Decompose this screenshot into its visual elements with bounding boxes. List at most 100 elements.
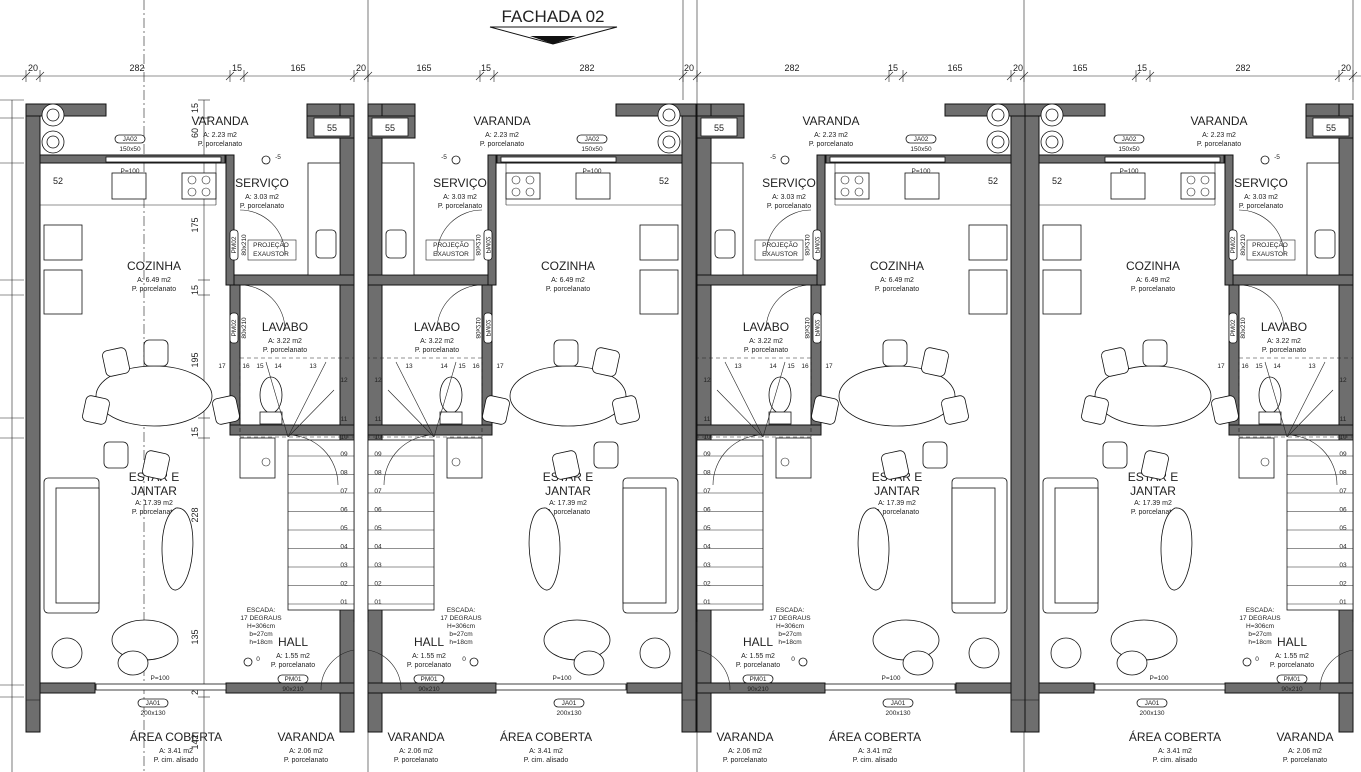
room-floor-cozinha: P. porcelanato xyxy=(132,286,176,293)
door-size: 90x210 xyxy=(282,686,304,693)
dimension-label: 15 xyxy=(481,63,491,73)
stair-step: 02 xyxy=(1339,581,1347,588)
dimension-label: 15 xyxy=(190,285,200,295)
room-area-hall: A: 1.55 m2 xyxy=(741,653,775,660)
room-name-servico: SERVIÇO xyxy=(1234,176,1288,190)
dimension-label: 20 xyxy=(1013,63,1023,73)
door-tag: PM02 xyxy=(813,319,820,336)
stair-step: 09 xyxy=(1339,451,1347,458)
stair-note: H=306cm xyxy=(447,623,475,630)
stair-step: 07 xyxy=(1339,488,1347,495)
room-floor-varanda: P. porcelanato xyxy=(809,141,853,148)
door-tag: PM02 xyxy=(484,319,491,336)
door-size: 80x210 xyxy=(241,234,248,256)
sill-height: P=100 xyxy=(553,675,572,682)
room-floor-estar1: P. porcelanato xyxy=(546,509,590,516)
room-area-varanda_front: A: 2.06 m2 xyxy=(399,748,433,755)
projection-label: PROJEÇÃO xyxy=(1252,240,1288,249)
stair-step: 11 xyxy=(341,416,348,423)
level-marker: 0 xyxy=(791,656,795,663)
stair-note: ESCADA: xyxy=(776,607,805,614)
dimension-label: 175 xyxy=(190,217,200,232)
stair-step: 15 xyxy=(1255,363,1263,370)
exhaust-label: EXAUSTOR xyxy=(253,251,289,258)
stair-step: 02 xyxy=(340,581,348,588)
stair-step: 06 xyxy=(374,507,382,514)
stair-step: 04 xyxy=(340,544,348,551)
room-name-varanda_front: VARANDA xyxy=(277,730,334,744)
exhaust-label: EXAUSTOR xyxy=(1252,251,1288,258)
room-name-cozinha: COZINHA xyxy=(870,259,924,273)
door-tag: PM02 xyxy=(813,236,820,253)
stair-step: 17 xyxy=(825,363,833,370)
room-name-varanda: VARANDA xyxy=(1190,114,1247,128)
room-name-area_coberta: ÁREA COBERTA xyxy=(1129,729,1221,744)
room-floor-cozinha: P. porcelanato xyxy=(1131,286,1175,293)
room-floor-varanda: P. porcelanato xyxy=(480,141,524,148)
level-marker: 0 xyxy=(462,656,466,663)
stair-step: 16 xyxy=(472,363,480,370)
window-size: 200x130 xyxy=(886,710,911,717)
dimension-label: 20 xyxy=(1341,63,1351,73)
room-name-servico: SERVIÇO xyxy=(235,176,289,190)
room-area-area_coberta: A: 3.41 m2 xyxy=(1158,748,1192,755)
stair-step: 17 xyxy=(1217,363,1225,370)
dimension-label: 20 xyxy=(684,63,694,73)
stair-step: 02 xyxy=(703,581,711,588)
room-floor-cozinha: P. porcelanato xyxy=(546,286,590,293)
door-size: 80x210 xyxy=(803,234,810,256)
stair-step: 08 xyxy=(703,470,711,477)
stair-note: H=306cm xyxy=(1246,623,1274,630)
stair-step: 06 xyxy=(1339,507,1347,514)
room-name-area_coberta: ÁREA COBERTA xyxy=(130,729,222,744)
room-area-lavabo: A: 3.22 m2 xyxy=(420,338,454,345)
stair-step: 05 xyxy=(703,525,711,532)
stair-note: b=27cm xyxy=(778,631,801,638)
room-area-servico: A: 3.03 m2 xyxy=(443,194,477,201)
stair-note: ESCADA: xyxy=(447,607,476,614)
room-area-servico: A: 3.03 m2 xyxy=(772,194,806,201)
room-area-hall: A: 1.55 m2 xyxy=(412,653,446,660)
window-size: 150x50 xyxy=(1118,146,1140,153)
stair-step: 14 xyxy=(769,363,777,370)
room-floor-varanda: P. porcelanato xyxy=(198,141,242,148)
room-area-cozinha: A: 6.49 m2 xyxy=(137,277,171,284)
room-floor-estar1: P. porcelanato xyxy=(875,509,919,516)
stair-step: 07 xyxy=(340,488,348,495)
stair-step: 12 xyxy=(1339,377,1347,384)
dimension-label: 165 xyxy=(290,63,305,73)
dimension-label: 15 xyxy=(1137,63,1147,73)
stair-step: 01 xyxy=(703,599,711,606)
room-floor-hall: P. porcelanato xyxy=(271,662,315,669)
room-area-hall: A: 1.55 m2 xyxy=(1275,653,1309,660)
window-tag: JA01 xyxy=(891,700,906,707)
stair-step: 11 xyxy=(704,416,711,423)
window-size: 200x130 xyxy=(1140,710,1165,717)
room-floor-varanda_front: P. porcelanato xyxy=(284,757,328,764)
dimension-label: 20 xyxy=(356,63,366,73)
door-tag: PM02 xyxy=(1230,236,1237,253)
room-floor-varanda: P. porcelanato xyxy=(1197,141,1241,148)
room-name-servico: SERVIÇO xyxy=(433,176,487,190)
room-area-estar1: A: 17.39 m2 xyxy=(878,500,916,507)
room-name-cozinha: COZINHA xyxy=(1126,259,1180,273)
room-floor-lavabo: P. porcelanato xyxy=(744,347,788,354)
dimension-label: 52 xyxy=(659,176,669,186)
room-area-cozinha: A: 6.49 m2 xyxy=(551,277,585,284)
door-size: 90x210 xyxy=(418,686,440,693)
stair-step: 08 xyxy=(374,470,382,477)
room-area-cozinha: A: 6.49 m2 xyxy=(1136,277,1170,284)
plan-title: FACHADA 02 xyxy=(502,7,605,26)
stair-note: ESCADA: xyxy=(247,607,276,614)
room-floor-area_coberta: P. cim. alisado xyxy=(1153,757,1198,764)
stair-step: 12 xyxy=(703,377,711,384)
room-area-varanda_front: A: 2.06 m2 xyxy=(728,748,762,755)
door-size: 80x210 xyxy=(803,317,810,339)
dimension-label: 165 xyxy=(416,63,431,73)
stair-note: H=306cm xyxy=(776,623,804,630)
room-floor-lavabo: P. porcelanato xyxy=(415,347,459,354)
room-name-hall: HALL xyxy=(414,635,444,649)
sill-height: P=100 xyxy=(912,168,931,175)
